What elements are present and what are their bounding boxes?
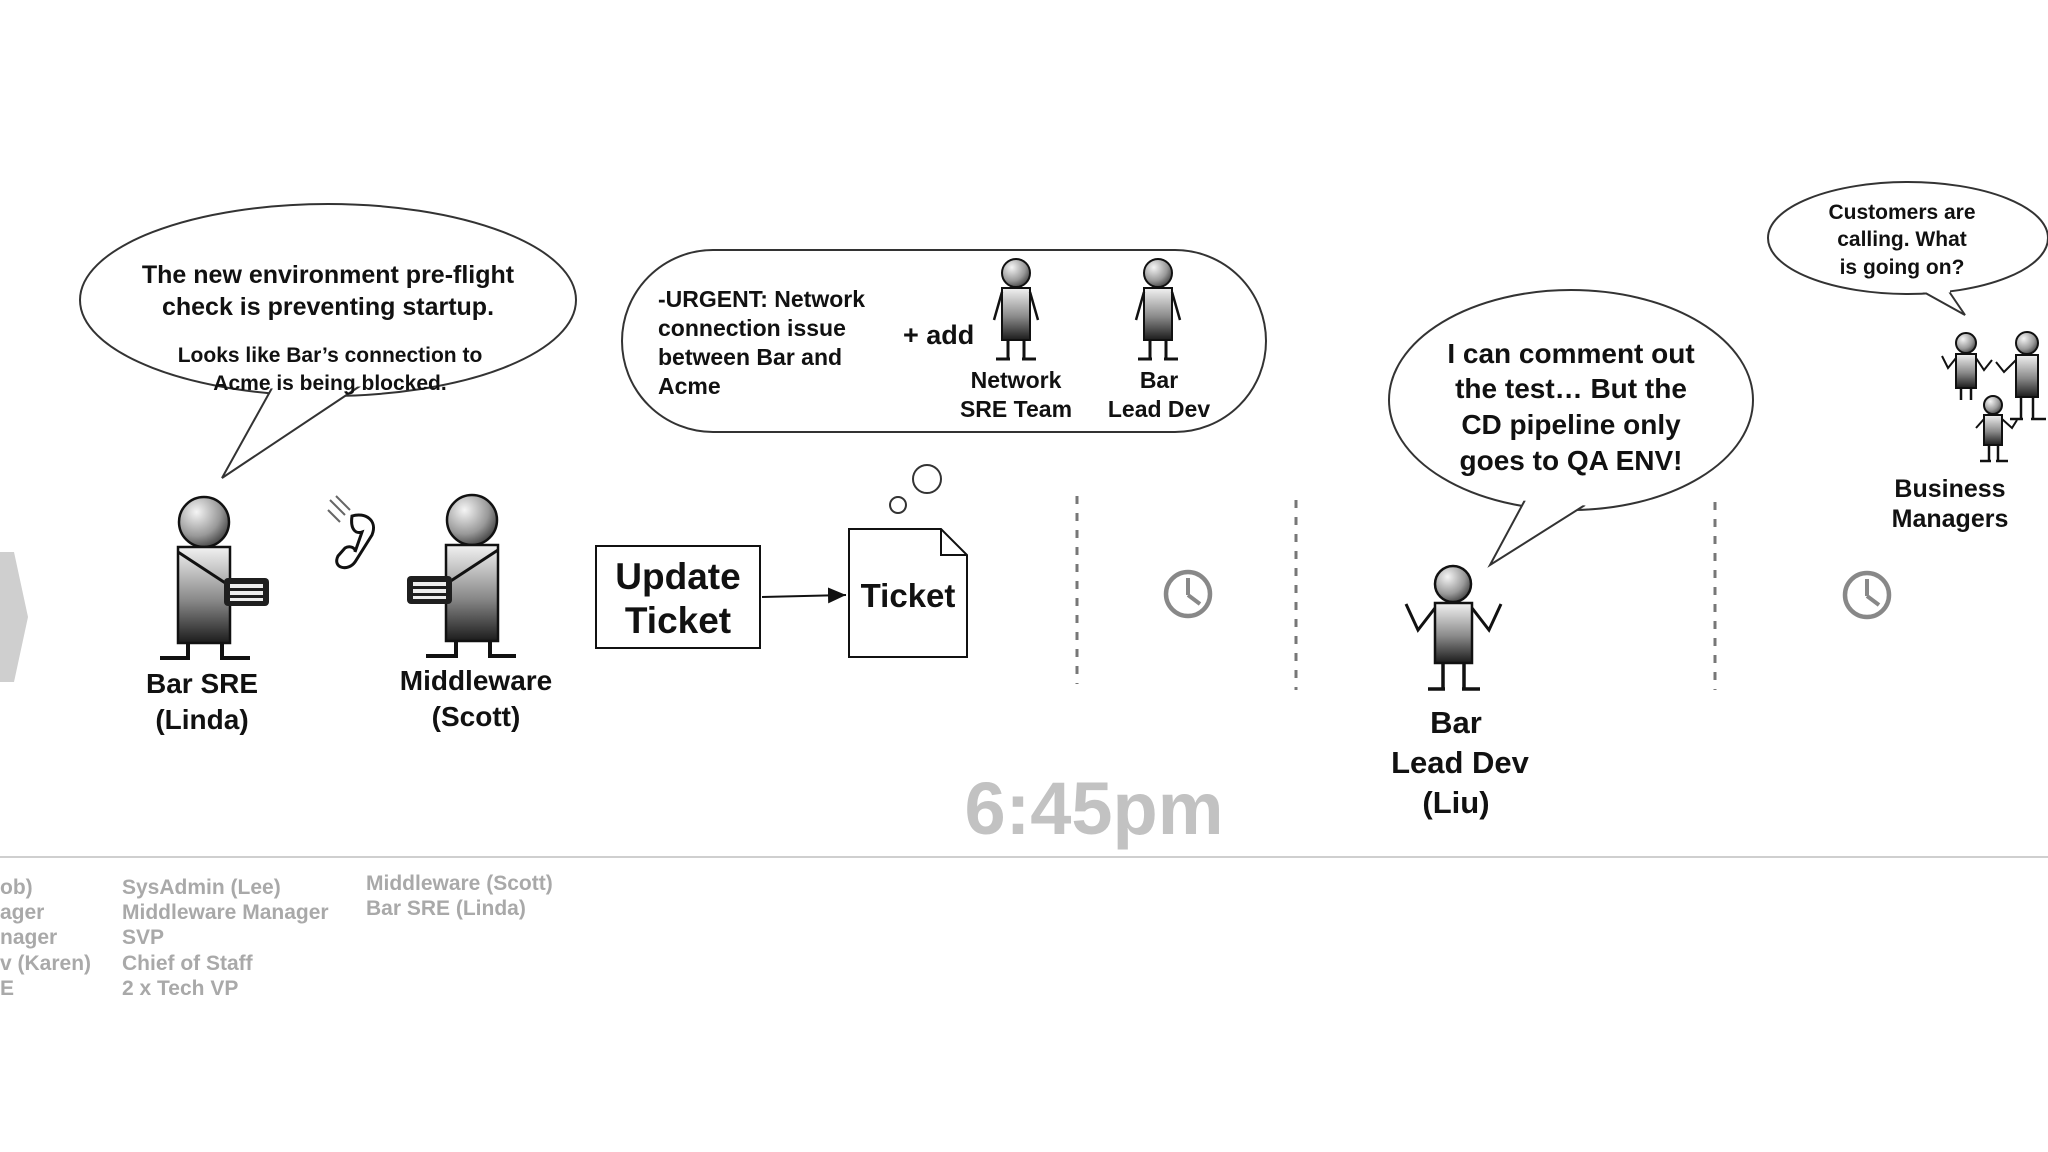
ticket-bubble-add: + add [903,320,974,350]
clock-icon [1845,573,1889,617]
liu-figure-icon [1406,566,1501,689]
business-bubble-line1: Customers are [1828,201,1975,224]
previous-step-arrow-icon [0,552,28,682]
time-label: 6:45pm [964,767,1223,850]
linda-label-line2: (Linda) [155,704,248,735]
ticket-document-icon: Ticket [849,529,967,657]
liu-speech-bubble: I can comment out the test… But the CD p… [1389,290,1753,565]
scott-label-line2: (Scott) [432,701,521,732]
thought-dot-large [913,465,941,493]
linda-bubble-line4: Acme is being blocked. [213,372,446,395]
roster-column-3: Middleware (Scott) Bar SRE (Linda) [366,872,553,920]
business-label-line2: Managers [1892,505,2009,533]
linda-speech-bubble: The new environment pre-flight check is … [80,204,576,478]
liu-label-line1: Bar [1430,705,1482,740]
business-bubble-line3: is going on? [1840,256,1965,279]
roster-item: ager [0,901,44,924]
ticket-bubble-line3: between Bar and [658,344,842,370]
roster-item: 2 x Tech VP [122,977,238,1000]
roster-item: Chief of Staff [122,952,254,975]
roster-item: ob) [0,876,33,899]
linda-bubble-line1: The new environment pre-flight [142,261,515,289]
liu-bubble-line2: the test… But the [1455,373,1687,404]
update-ticket-line1: Update [615,556,740,597]
roster-item: nager [0,926,57,949]
update-ticket-line2: Ticket [625,600,731,641]
update-ticket-box: Update Ticket [596,546,760,648]
roster-item: Middleware (Scott) [366,872,553,895]
roster-column-1: ob) ager nager v (Karen) E [0,876,91,1000]
roster-item: Bar SRE (Linda) [366,897,526,920]
roster-item: SVP [122,926,164,949]
roster-item: E [0,977,14,1000]
business-managers-figures-icon [1942,332,2046,461]
ticket-document-label: Ticket [861,577,956,614]
roster-column-2: SysAdmin (Lee) Middleware Manager SVP Ch… [122,876,329,1000]
ticket-person1-line1: Network [971,367,1062,393]
scott-label-line1: Middleware [400,665,552,696]
ticket-bubble-line4: Acme [658,373,721,399]
business-speech-bubble: Customers are calling. What is going on? [1768,182,2048,315]
linda-label-line1: Bar SRE [146,668,258,699]
roster-item: SysAdmin (Lee) [122,876,281,899]
keyboard-icon [224,578,269,606]
ticket-bubble-line2: connection issue [658,315,846,341]
ticket-person2-line1: Bar [1140,367,1178,393]
scott-figure-icon [407,495,516,656]
arrow-icon [762,595,846,597]
linda-bubble-line2: check is preventing startup. [162,293,494,321]
business-label-line1: Business [1894,475,2005,503]
ticket-person1-line2: SRE Team [960,396,1072,422]
phone-icon [328,496,374,568]
linda-bubble-line3: Looks like Bar’s connection to [178,344,483,367]
liu-bubble-line3: CD pipeline only [1461,409,1681,440]
ticket-bubble-line1: -URGENT: Network [658,286,865,312]
liu-bubble-line4: goes to QA ENV! [1460,445,1683,476]
ticket-person2-line2: Lead Dev [1108,396,1210,422]
thought-dot-small [890,497,906,513]
clock-icon [1166,572,1210,616]
linda-figure-icon [160,497,269,658]
keyboard-icon [407,576,452,604]
ticket-thought-bubble: -URGENT: Network connection issue betwee… [622,250,1266,432]
liu-bubble-line1: I can comment out [1447,338,1694,369]
liu-label-line2: Lead Dev [1391,745,1530,780]
roster-item: Middleware Manager [122,901,329,924]
roster-item: v (Karen) [0,952,91,975]
liu-label-line3: (Liu) [1422,785,1489,820]
business-bubble-line2: calling. What [1837,228,1967,251]
